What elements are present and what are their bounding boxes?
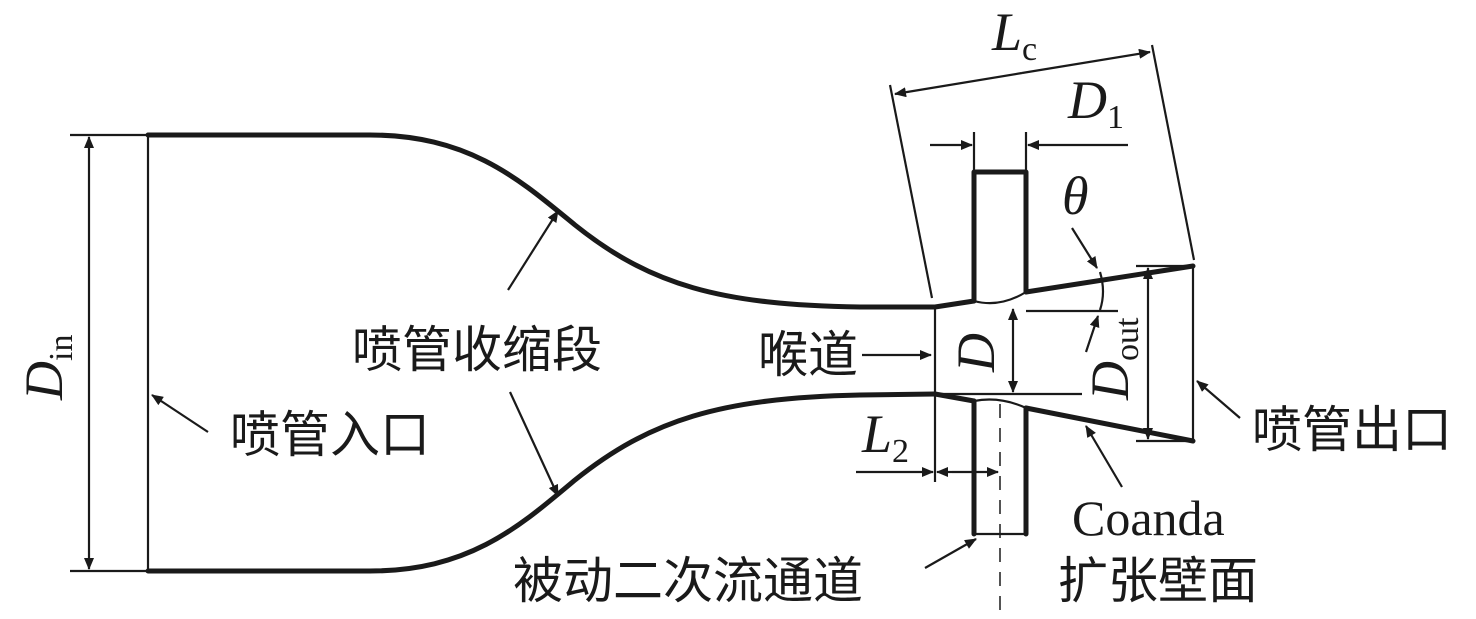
nozzle-walls [145, 132, 1196, 612]
D-1-label: D1 [1067, 70, 1124, 136]
upper-contraction-wall [145, 132, 938, 310]
upper-coanda-wall [1023, 263, 1196, 295]
L-2-label: L2 [861, 404, 909, 470]
label-inlet: 喷管入口 [230, 406, 430, 464]
D-label: D [946, 333, 1006, 373]
lower-throat-wall [932, 391, 977, 404]
label-throat: 喉道 [758, 326, 858, 384]
D-in-label: Din [14, 335, 80, 401]
lower-contraction-wall [145, 391, 938, 574]
L-c-label: Lc [991, 2, 1037, 68]
lower-coanda-wall [1023, 405, 1196, 444]
D-out-label: Dout [1080, 317, 1146, 401]
dim-D: D [935, 308, 1082, 396]
label-outlet: 喷管出口 [1252, 401, 1452, 459]
lower-channel-gap [973, 398, 1027, 409]
label-coanda-wall: 扩张壁面 [1058, 552, 1258, 610]
theta-label: θ [1062, 166, 1089, 226]
lower-secondary-channel [971, 398, 1029, 537]
label-contraction: 喷管收缩段 [352, 321, 602, 379]
dim-D-1: D1 [930, 70, 1128, 172]
upper-throat-wall [932, 298, 977, 310]
dim-L-c: Lc [888, 2, 1196, 299]
dim-D-out: Dout [1080, 264, 1193, 443]
label-secondary: 被动二次流通道 [513, 552, 863, 610]
dim-D-in: Din [14, 133, 148, 573]
dim-L-2: L2 [856, 404, 999, 477]
upper-secondary-channel [971, 169, 1029, 304]
dim-theta: θ [1026, 166, 1118, 353]
annotations: 喷管入口 喷管收缩段 喉道 喷管出口 Coanda 扩张壁面 被动二次流通道 [151, 210, 1452, 610]
upper-channel-gap [973, 291, 1027, 305]
label-coanda: Coanda [1072, 490, 1225, 546]
